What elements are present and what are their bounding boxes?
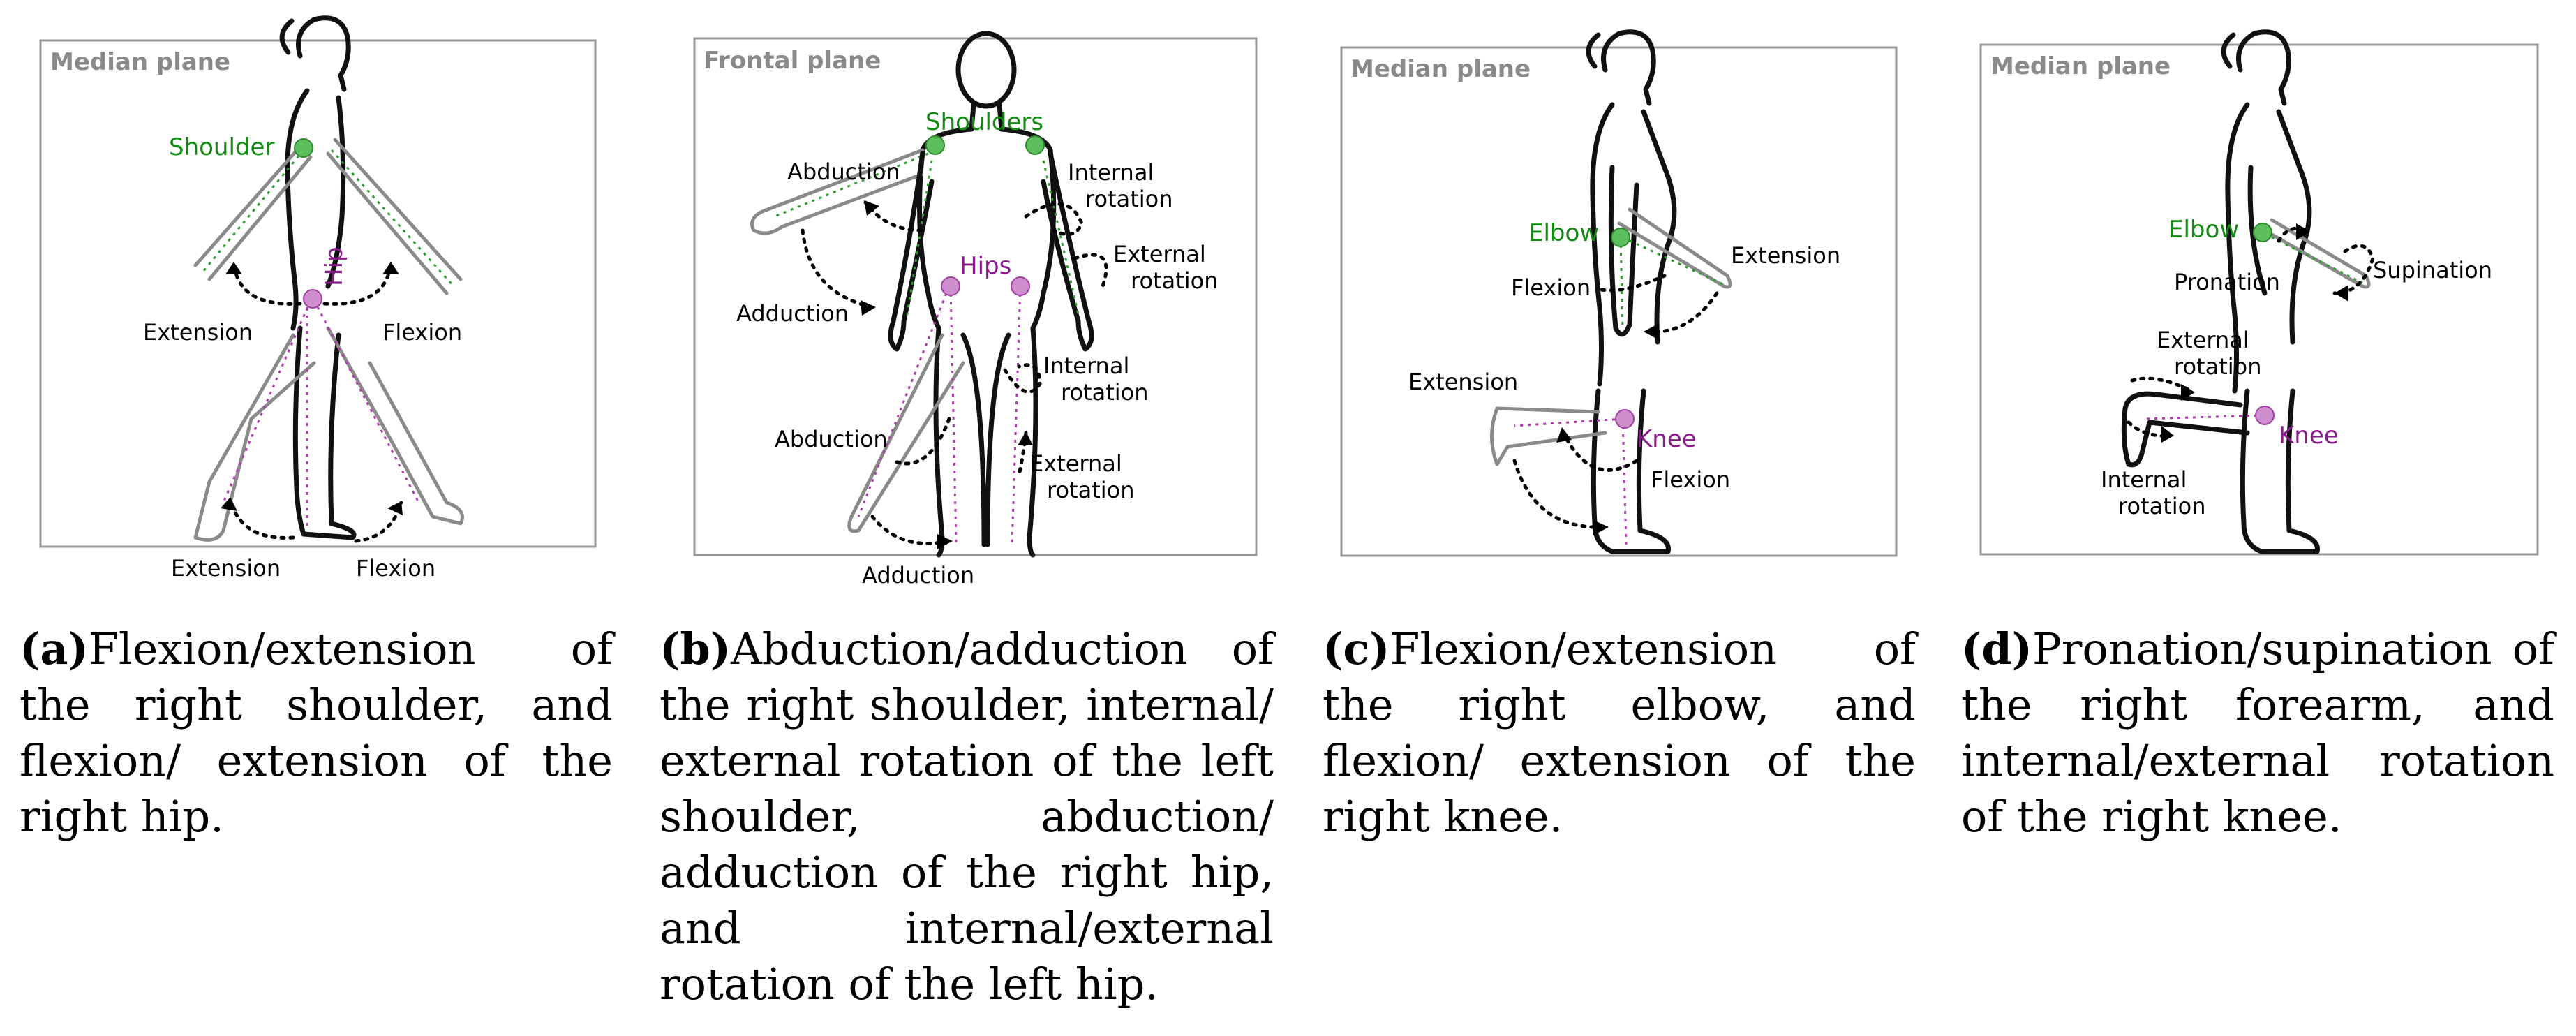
- panel-b-arm-right: [888, 151, 935, 352]
- panel-a-shoulder-joint: [294, 138, 313, 158]
- panel-b-arm-abducted: [750, 148, 925, 235]
- panel-d-forearm: [2263, 218, 2371, 289]
- caption-b-text: Abduction/adduction of the right shoulde…: [660, 623, 1274, 1009]
- panel-a-leg-front: [326, 326, 464, 526]
- panel-a-arm-front: [326, 138, 463, 295]
- panel-b-arm-left: [1041, 151, 1094, 352]
- panel-d-leg-stance: [2240, 388, 2320, 554]
- panel-d-head: [2236, 29, 2291, 106]
- panel-b-label-shoulder-abduction: Abduction: [787, 158, 900, 185]
- panel-c-joint-label-elbow: Elbow: [1528, 219, 1599, 247]
- caption-c-text: Flexion/extension of the right elbow, an…: [1323, 623, 1916, 842]
- caption-c: (c)Flexion/extension of the right elbow,…: [1323, 621, 1916, 845]
- panel-b-label-shoulder-adduction: Adduction: [736, 300, 849, 327]
- panel-b-shoulder-joint-left: [1025, 135, 1045, 155]
- caption-a: (a)Flexion/extension of the right should…: [20, 621, 613, 845]
- panel-c-frame: [1340, 46, 1898, 557]
- panel-a-head: [296, 15, 351, 92]
- panel-c-joint-label-knee: Knee: [1637, 425, 1697, 453]
- panel-a-arc-shoulder-flexion: [322, 260, 393, 306]
- panel-b-joint-label-hips: Hips: [960, 252, 1011, 280]
- panel-b-hip-joint-left: [1011, 276, 1030, 296]
- panel-c-label-knee-extension: Extension: [1408, 369, 1518, 395]
- panel-a-joint-label-hip: Hip: [320, 246, 348, 286]
- panel-c-forearm-extended: [1617, 207, 1732, 289]
- panel-c-torso: [1590, 102, 1615, 387]
- panel-a-frame: [39, 39, 597, 548]
- panel-d-arc-supination: [2332, 244, 2375, 295]
- panel-a-label-hip-extension: Extension: [171, 555, 281, 582]
- panel-c-plane-label: Median plane: [1350, 55, 1531, 83]
- panel-a-leg-stance: [292, 325, 357, 540]
- panel-b-leg-abducted: [847, 333, 965, 533]
- panel-d-knee-joint: [2255, 406, 2275, 425]
- panel-b-label-hip-adduction: Adduction: [862, 562, 974, 589]
- panel-c-arc-elbow-flexion: [1600, 274, 1667, 293]
- panel-a-label-shoulder-extension: Extension: [143, 319, 253, 346]
- panel-c-label-knee-flexion: Flexion: [1651, 466, 1730, 493]
- panel-c-elbow-joint: [1611, 228, 1630, 247]
- panel-a-leg-back: [193, 333, 316, 542]
- caption-b: (b)Abduction/adduction of the right shou…: [660, 621, 1274, 1012]
- panel-b-plane-label: Frontal plane: [703, 47, 881, 75]
- panel-d-label-pronation: Pronation: [2174, 269, 2280, 295]
- panel-c-leg-flexed: [1490, 406, 1607, 466]
- caption-a-text: Flexion/extension of the right shoulder,…: [20, 623, 613, 842]
- panel-b-shoulder-joint-right: [925, 135, 945, 155]
- panel-c-head: [1601, 29, 1656, 106]
- caption-d-label: (d): [1961, 623, 2033, 674]
- panel-a-plane-label: Median plane: [50, 48, 230, 76]
- panel-c-knee-joint: [1615, 409, 1635, 429]
- panel-d-joint-label-knee: Knee: [2279, 422, 2339, 450]
- panel-a-joint-label-shoulder: Shoulder: [169, 133, 274, 161]
- panel-a-arm-back: [193, 145, 313, 281]
- panel-a-label-hip-flexion: Flexion: [356, 555, 435, 582]
- panel-a-torso: [285, 88, 310, 331]
- panel-b-hip-joint-right: [941, 276, 960, 296]
- panel-a-label-shoulder-flexion: Flexion: [382, 319, 462, 346]
- panel-d-leg-flexed: [2121, 391, 2250, 468]
- panel-c-arc-knee-extension: [1512, 459, 1607, 529]
- panel-b-head: [955, 31, 1017, 109]
- panel-b-label-hip-abduction: Abduction: [775, 426, 888, 452]
- panel-d-elbow-joint: [2253, 223, 2272, 242]
- panel-c-label-elbow-flexion: Flexion: [1511, 274, 1591, 301]
- panel-b-joint-label-shoulders: Shoulders: [925, 108, 1043, 136]
- panel-b-arc-shoulder-ext-rot: [1073, 253, 1108, 288]
- caption-b-label: (b): [660, 623, 731, 674]
- caption-d: (d)Pronation/supination of the right for…: [1961, 621, 2554, 845]
- panel-c-arc-knee-flexion: [1561, 431, 1639, 472]
- panel-d-joint-label-elbow: Elbow: [2168, 216, 2239, 244]
- panel-c-arm-down: [1608, 165, 1639, 337]
- panel-d-label-supination: Supination: [2373, 257, 2492, 283]
- caption-a-label: (a): [20, 623, 89, 674]
- panel-b-arc-hip-int-rot: [1003, 363, 1042, 394]
- panel-d-frame: [1979, 43, 2539, 556]
- panel-c-label-elbow-extension: Extension: [1731, 242, 1840, 269]
- panel-d-torso: [2225, 102, 2250, 394]
- panel-b-arc-hip-abduction: [891, 417, 951, 466]
- panel-d-plane-label: Median plane: [1990, 52, 2171, 80]
- panel-b-arc-shoulder-int-rot: [1024, 202, 1084, 237]
- panel-a-arc-shoulder-extension: [232, 260, 302, 306]
- caption-d-text: Pronation/supination of the right forear…: [1961, 623, 2554, 842]
- panel-a-hip-joint: [303, 289, 322, 309]
- caption-c-label: (c): [1323, 623, 1390, 674]
- panel-b-arc-shoulder-adduction: [801, 228, 874, 309]
